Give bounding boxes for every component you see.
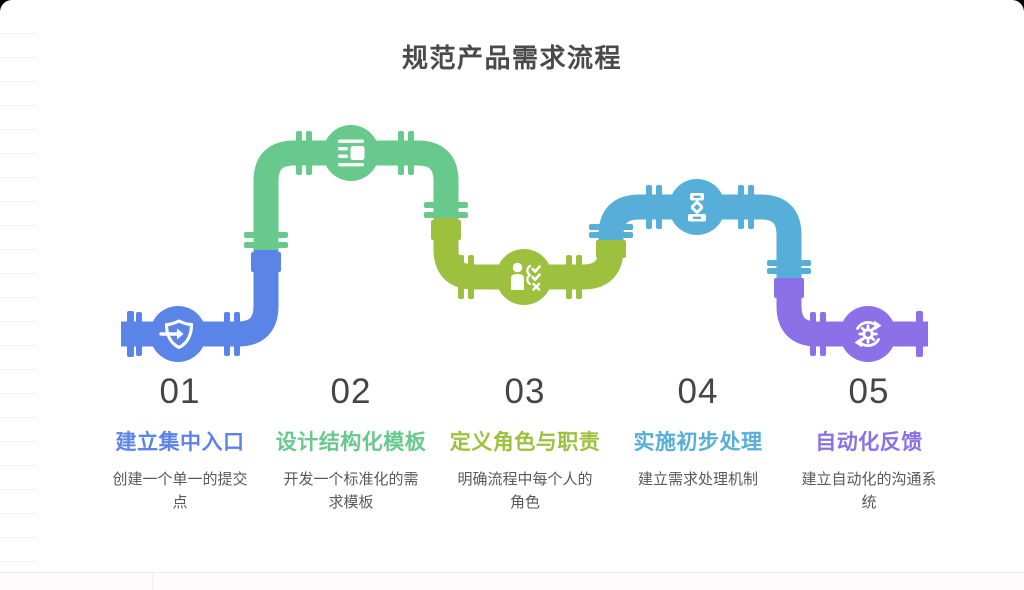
bottom-vertical-divider [152, 573, 153, 590]
step-title: 建立集中入口 [115, 431, 245, 454]
step-column-1: 01 建立集中入口 创建一个单一的提交点 [85, 372, 275, 515]
shield-entry-icon [159, 319, 194, 350]
bottom-background-strip [0, 572, 1024, 590]
step-title: 设计结构化模板 [275, 431, 427, 454]
step-node-3 [496, 249, 552, 305]
step-number: 02 [330, 372, 372, 411]
ruled-background-strip [0, 0, 37, 572]
step-node-2 [323, 125, 379, 181]
step-node-5 [840, 306, 896, 362]
step-number: 01 [159, 372, 201, 411]
step-number: 05 [848, 372, 890, 411]
automation-sync-icon [854, 320, 882, 348]
initial-processing-icon [688, 193, 706, 222]
step-column-2: 02 设计结构化模板 开发一个标准化的需求模板 [256, 372, 446, 515]
step-node-4 [669, 179, 725, 235]
step-node-1 [150, 306, 206, 362]
step-description: 创建一个单一的提交点 [112, 471, 248, 512]
structured-template-icon [338, 139, 365, 167]
step-description: 建立自动化的沟通系统 [801, 471, 937, 512]
step-column-4: 04 实施初步处理 建立需求处理机制 [603, 372, 793, 491]
pipe-segment-1 [121, 248, 281, 357]
step-title: 实施初步处理 [633, 431, 763, 454]
page-title: 规范产品需求流程 [401, 43, 622, 73]
roles-checklist-icon [511, 262, 541, 291]
step-number: 03 [504, 372, 546, 411]
step-column-3: 03 定义角色与职责 明确流程中每个人的角色 [430, 372, 620, 515]
step-title: 自动化反馈 [815, 431, 923, 454]
pipe-segment-5 [774, 278, 928, 357]
step-description: 开发一个标准化的需求模板 [283, 471, 419, 512]
step-column-5: 05 自动化反馈 建立自动化的沟通系统 [774, 372, 964, 515]
step-number: 04 [677, 372, 719, 411]
step-title: 定义角色与职责 [449, 431, 601, 454]
step-description: 建立需求处理机制 [637, 471, 758, 488]
step-description: 明确流程中每个人的角色 [457, 471, 593, 512]
